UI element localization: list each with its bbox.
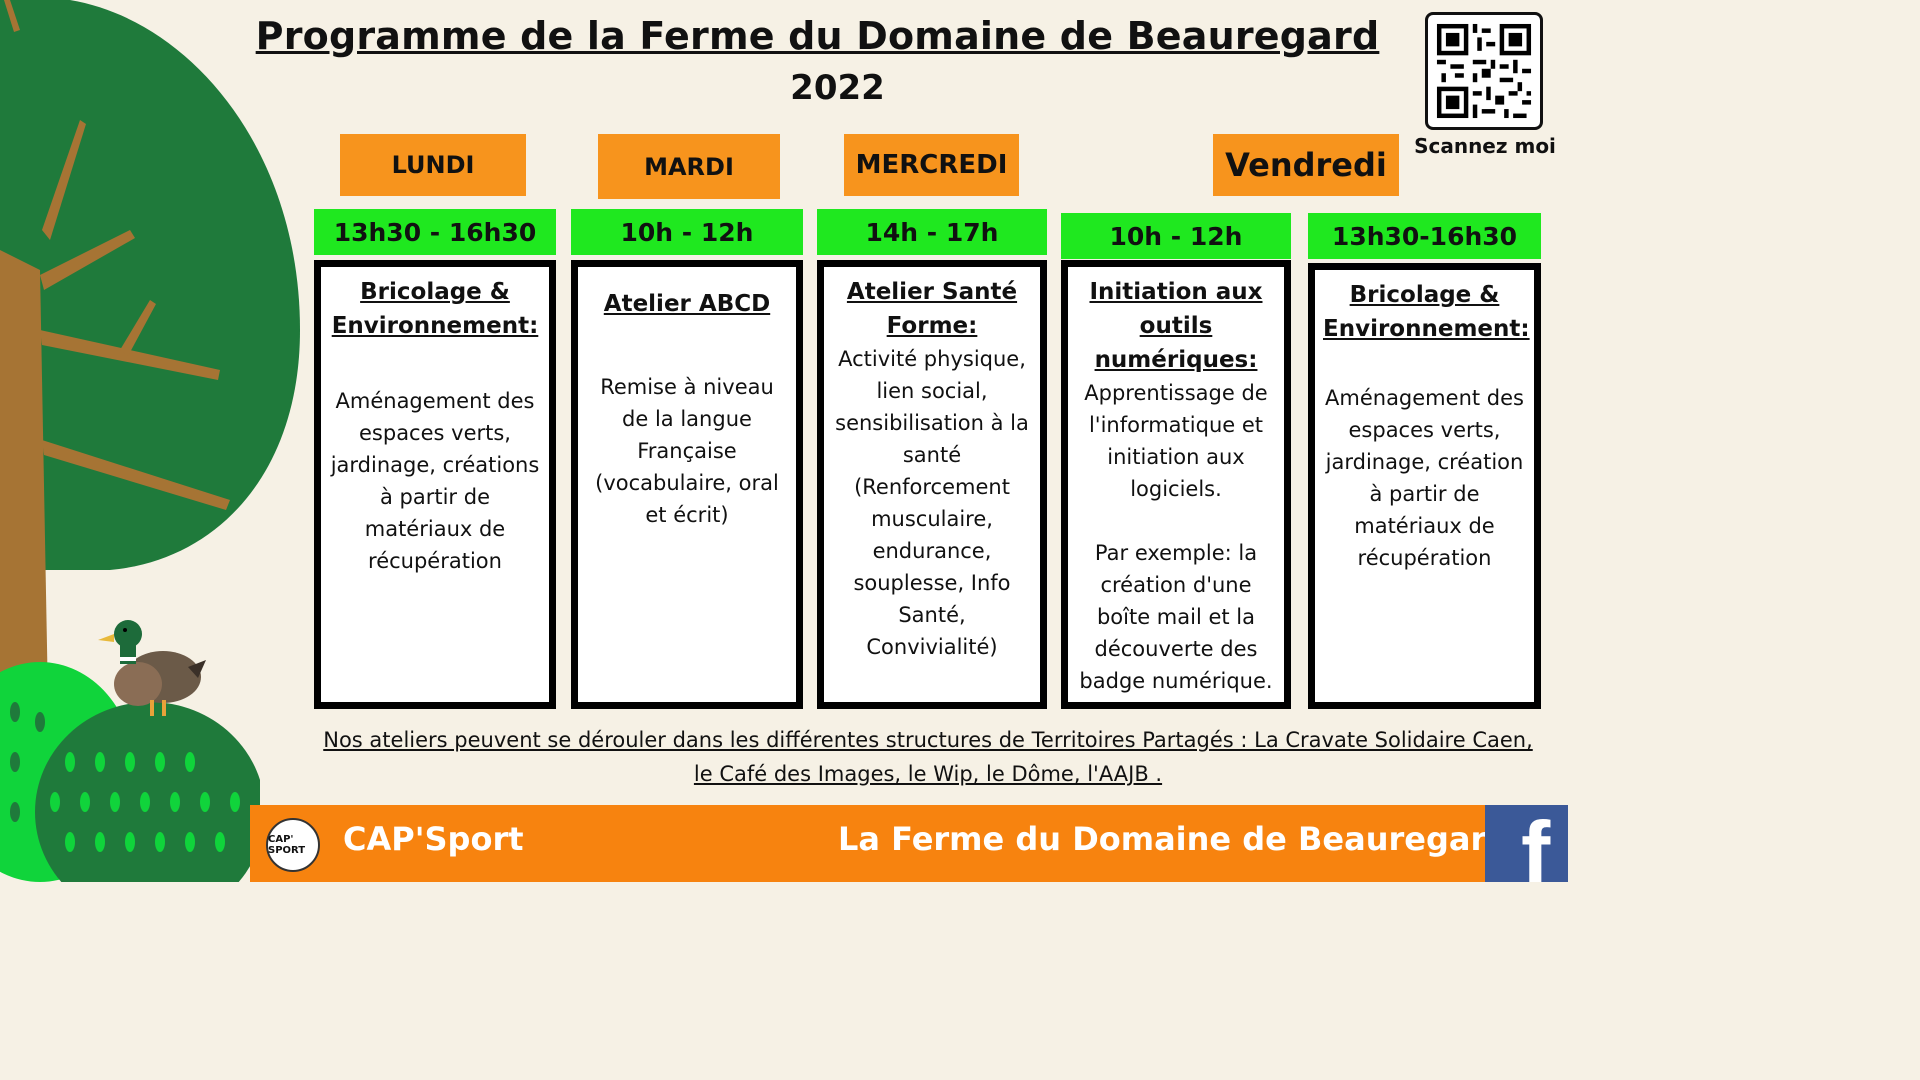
year: 2022 [790,68,885,108]
time-slot-friday-afternoon: 13h30-16h30 [1308,213,1541,259]
time-slot-tuesday: 10h - 12h [571,209,803,255]
time-slot-wednesday: 14h - 17h [817,209,1047,255]
duck-illustration [98,620,206,716]
activity-description: Remise à niveau de la langue Française (… [595,375,779,527]
page-title: Programme de la Ferme du Domaine de Beau… [255,14,1380,58]
qr-label: Scannez moi [1414,134,1556,158]
day-header-tuesday: MARDI [598,134,780,199]
activity-description: Activité physique, lien social, sensibil… [835,347,1029,659]
activity-heading: Bricolage & Environnement: [331,279,539,339]
capsport-logo: CAP' SPORT [266,818,320,872]
footer-bar [250,805,1568,882]
activity-description: Aménagement des espaces verts, jardinage… [330,389,540,573]
time-slot-monday: 13h30 - 16h30 [314,209,556,255]
day-header-wednesday: MERCREDI [844,134,1019,196]
qr-code[interactable] [1425,12,1543,130]
day-header-monday: LUNDI [340,134,526,196]
time-slot-friday-morning: 10h - 12h [1061,213,1291,259]
locations-note: Nos ateliers peuvent se dérouler dans le… [323,728,1533,786]
tree-illustration [0,0,300,700]
footer-farm-name: La Ferme du Domaine de Beauregard [838,820,1510,858]
activity-description: Apprentissage de l'informatique et initi… [1079,381,1273,693]
activity-heading: Atelier Santé Forme: [846,279,1018,339]
activity-heading: Initiation aux outils numériques: [1089,279,1263,373]
facebook-link[interactable]: f [1485,805,1568,882]
facebook-icon: f [1521,805,1551,883]
day-header-friday: Vendredi [1213,134,1399,196]
activity-card-friday-morning: Initiation aux outils numériques: Appren… [1061,260,1291,709]
activity-heading: Atelier ABCD [603,291,771,317]
activity-card-friday-afternoon: Bricolage & Environnement: Aménagement d… [1308,263,1541,709]
activity-card-monday: Bricolage & Environnement: Aménagement d… [314,260,556,709]
bush-illustration [0,662,260,882]
activity-heading: Bricolage & Environnement: [1323,282,1530,342]
activity-card-wednesday: Atelier Santé Forme: Activité physique, … [817,260,1047,709]
activity-card-tuesday: Atelier ABCD Remise à niveau de la langu… [571,260,803,709]
activity-description: Aménagement des espaces verts, jardinage… [1325,386,1524,570]
qr-code-icon [1436,23,1532,119]
footer-organization: CAP'Sport [343,820,524,858]
